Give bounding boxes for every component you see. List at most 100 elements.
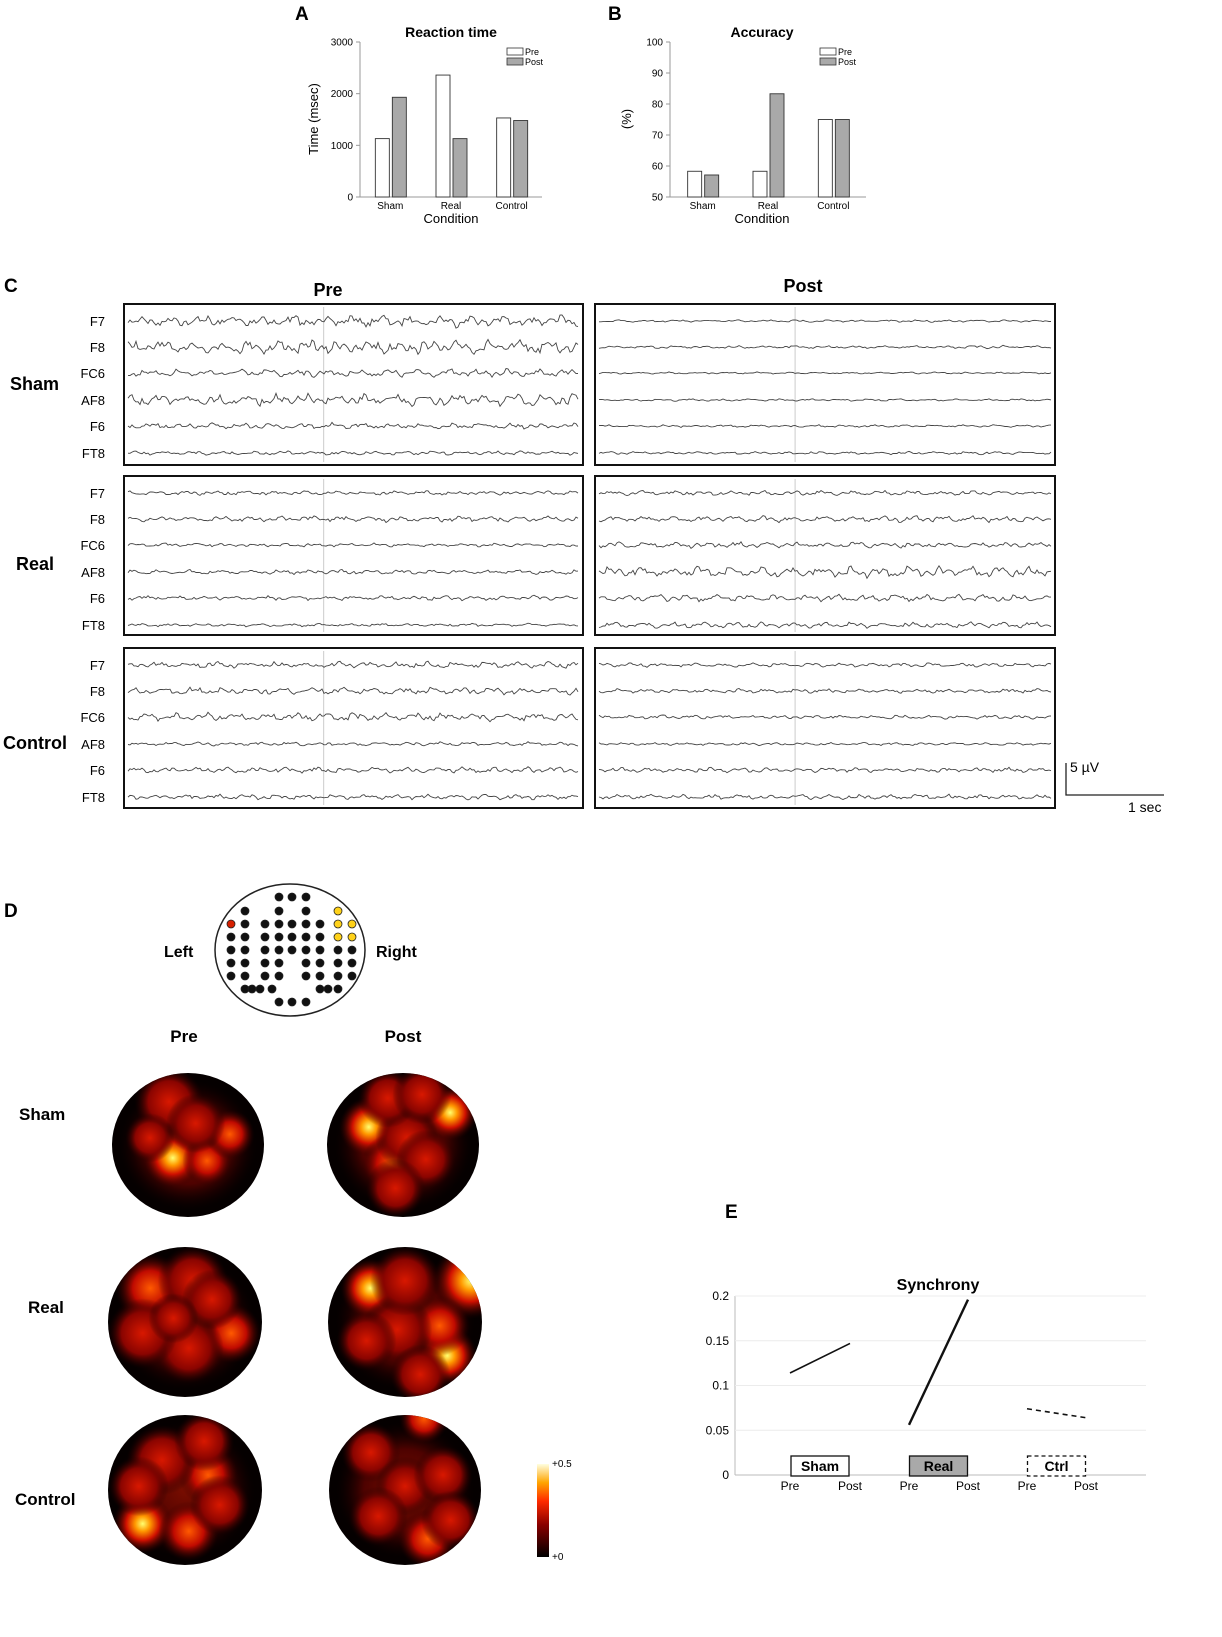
electrode-dot [301,945,311,955]
topomap-hotspot [390,1344,451,1397]
topomap-hotspot [148,1293,199,1344]
topomap-hotspot [189,1474,250,1536]
eeg-traces-panel: Pre Post Sham Real Control F7F8FC6AF8F6F… [3,276,1164,815]
eeg-col-title-pre: Pre [313,280,342,300]
eeg-trace-f8 [127,515,579,524]
accuracy-chart: Accuracy (%) Condition Pre Post 50607080… [619,24,866,226]
electrode-dot [247,984,257,994]
chart-a-legend: Pre Post [506,47,544,67]
eeg-trace-f7 [599,319,1051,323]
eeg-channel-label: FC6 [80,538,105,553]
legend-pre-label: Pre [838,47,852,57]
electrode-dot [301,906,311,916]
y-tick-label: 0.2 [712,1289,729,1303]
panel-letter-b: B [608,4,622,25]
eeg-trace-ft8 [598,793,1052,801]
topomap-hotspot [420,1490,481,1550]
eeg-trace-f8 [598,688,1052,694]
eeg-trace-fc6 [127,542,579,548]
y-tick-label: 0.1 [712,1379,729,1393]
eeg-channel-label: FT8 [82,618,105,633]
scale-bar-lines [1065,763,1164,796]
x-tick-label: Control [817,201,849,212]
electrode-dot [267,984,277,994]
y-tick-label: 50 [652,193,664,204]
x-tick-label: Pre [781,1479,800,1493]
electrode-dot [315,971,325,981]
eeg-trace-ft8 [598,450,1052,456]
x-tick-label: Post [1074,1479,1099,1493]
electrode-dot [274,945,284,955]
electrode-dot [240,971,250,981]
electrode-dot [287,892,297,902]
bar-pre-sham [687,170,703,198]
electrode-dot [240,906,250,916]
eeg-trace-f6 [127,594,579,602]
legend-post-swatch [506,57,524,66]
y-tick-label: 3000 [331,38,354,49]
eeg-box-control-pre [123,647,584,809]
legend-post-label: Post [838,57,857,67]
topo-row-label-real: Real [28,1298,64,1317]
eeg-trace-f7 [598,662,1052,668]
x-tick-label: Control [496,201,528,212]
bar-pre-real [435,74,451,198]
legend-pre-label: Pre [525,47,539,57]
eeg-channel-label: FT8 [82,446,105,461]
panel-letter-e: E [725,1202,738,1223]
x-tick-label: Pre [900,1479,919,1493]
group-label-ctrl: Ctrl [1044,1458,1068,1474]
colorbar: +0.5 +0 [537,1459,572,1563]
electrode-dot [315,958,325,968]
bar-post-sham [704,174,720,198]
panel-letter-d: D [4,901,18,922]
electrode-dot [287,945,297,955]
x-tick-label: Post [838,1479,863,1493]
eeg-trace-f8 [127,338,579,356]
eeg-trace-f6 [598,766,1052,774]
eeg-channel-label: AF8 [81,393,105,408]
bar-post-real [452,138,468,198]
eeg-channel-label: FC6 [80,366,105,381]
chart-b-legend: Pre Post [819,47,857,67]
electrode-dot [301,932,311,942]
x-tick-label: Post [956,1479,981,1493]
topomap-real-pre [108,1247,262,1397]
eeg-channel-label: F6 [90,591,105,606]
eeg-trace-af8 [127,392,579,408]
electrode-dot [255,984,265,994]
series-line-sham [789,1342,851,1374]
eeg-trace-f8 [127,686,579,696]
bar-pre-control [496,117,512,198]
eeg-trace-af8 [127,741,579,747]
eeg-channel-label: F8 [90,684,105,699]
electrode-dot [240,958,250,968]
chart-a-xlabel: Condition [424,211,479,226]
panel-letter-a: A [295,4,309,25]
eeg-channel-label: AF8 [81,565,105,580]
electrode-dot [274,997,284,1007]
topomap-hotspot [336,1310,397,1371]
eeg-trace-f7 [127,490,579,496]
series-line-real [907,1299,970,1426]
topomap-hotspot [369,1247,441,1316]
topomap-real-post [328,1247,482,1397]
eeg-channel-label: F6 [90,419,105,434]
electrode-grid [226,892,357,1007]
electrode-dot [274,971,284,981]
eeg-trace-ft8 [598,621,1052,629]
topomap-sham-post [327,1073,479,1217]
series-line-ctrl [1026,1407,1087,1419]
chart-b-title: Accuracy [730,24,793,40]
eeg-trace-fc6 [127,711,579,723]
electrode-dot-left-highlight [226,919,236,929]
electrode-dot [240,919,250,929]
electrode-dot [260,919,270,929]
topo-row-label-control: Control [15,1490,75,1509]
chart-b-xlabel: Condition [735,211,790,226]
bar-post-real [769,93,785,198]
electrode-dot [287,997,297,1007]
electrode-dot [260,971,270,981]
topomap-hotspot [392,1073,452,1125]
